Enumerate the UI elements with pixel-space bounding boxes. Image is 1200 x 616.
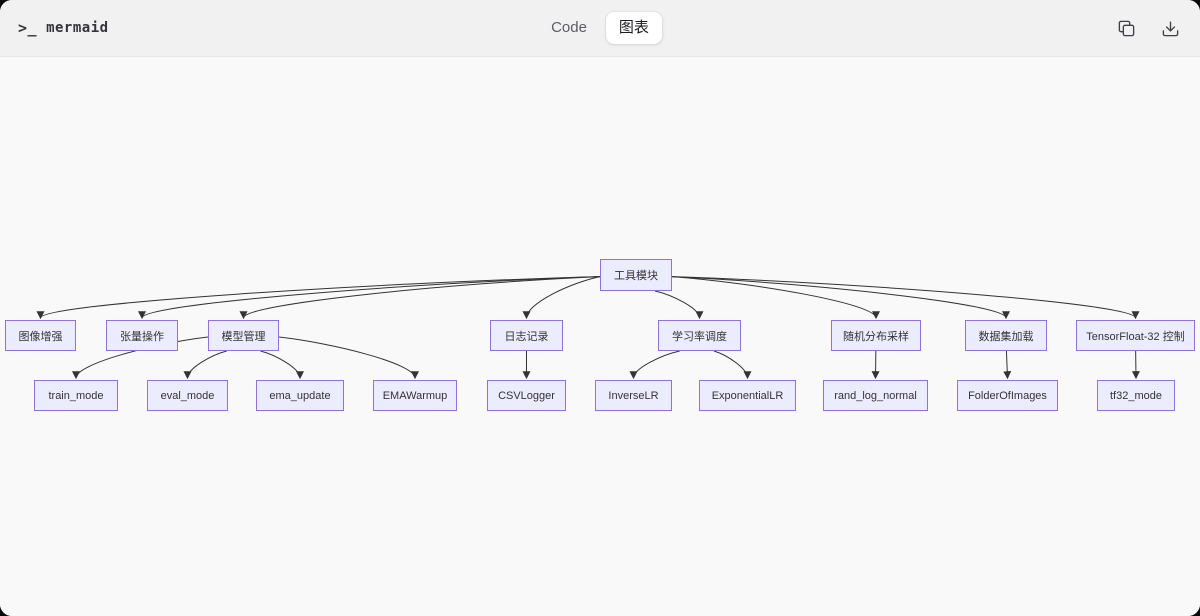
diagram-node-model: 模型管理	[208, 320, 279, 351]
diagram-canvas[interactable]: 工具模块图像增强张量操作模型管理 日志记录 学习率调度 随机分布采样 数据集加载 Tens…	[0, 57, 1200, 616]
diagram-edge-dataset-folder	[1003, 350, 1012, 380]
logo-text: mermaid	[46, 20, 109, 36]
diagram-node-eval: eval_mode	[147, 380, 228, 411]
diagram-node-tf32: TensorFloat-32 控制	[1076, 320, 1195, 351]
diagram-edge-model-emaw	[278, 336, 419, 380]
mermaid-logo: >_ mermaid	[18, 19, 109, 37]
diagram-node-tf32mode: tf32_mode	[1097, 380, 1175, 411]
diagram-node-csv: CSVLogger	[487, 380, 566, 411]
toolbar: >_ mermaid Code 图表	[0, 0, 1200, 57]
diagram-node-train: train_mode	[34, 380, 118, 411]
view-toggle: Code 图表	[538, 12, 662, 44]
diagram-edge-root-rand	[671, 276, 880, 320]
diagram-edge-root-img	[36, 276, 601, 320]
diagram-edge-root-lr	[654, 290, 704, 320]
diagram-node-dataset: 数据集加载	[965, 320, 1047, 351]
diagram-node-emaw: EMAWarmup	[373, 380, 457, 411]
terminal-prompt-icon: >_	[18, 19, 38, 37]
diagram-node-lr: 学习率调度	[658, 320, 741, 351]
diagram-edge-root-tf32	[671, 276, 1140, 320]
diagram-node-explr: ExponentialLR	[699, 380, 796, 411]
download-icon	[1162, 20, 1178, 36]
diagram-node-root: 工具模块	[600, 259, 672, 291]
diagram-edge-root-model	[239, 276, 601, 320]
diagram-node-ema: ema_update	[256, 380, 344, 411]
diagram-edge-lr-invlr	[629, 350, 680, 380]
diagram-node-tensor: 张量操作	[106, 320, 178, 351]
diagram-edge-root-tensor	[138, 276, 601, 320]
diagram-node-rand: 随机分布采样	[831, 320, 921, 351]
diagram-node-log: 日志记录	[490, 320, 563, 351]
diagram-edge-lr-explr	[713, 350, 752, 380]
tab-code[interactable]: Code	[538, 12, 600, 44]
diagram-edge-root-dataset	[671, 276, 1010, 320]
copy-icon	[1118, 20, 1134, 36]
diagram-node-randlog: rand_log_normal	[823, 380, 928, 411]
diagram-edge-model-ema	[260, 350, 304, 380]
diagram-edge-model-eval	[183, 350, 227, 380]
diagram-node-invlr: InverseLR	[595, 380, 672, 411]
diagram-edges-layer	[36, 276, 1140, 380]
diagram-node-img: 图像增强	[5, 320, 76, 351]
tab-diagram[interactable]: 图表	[605, 12, 662, 44]
diagram-node-folder: FolderOfImages	[957, 380, 1058, 411]
download-button[interactable]	[1154, 12, 1186, 44]
toolbar-actions	[1110, 12, 1186, 44]
copy-button[interactable]	[1110, 12, 1142, 44]
diagram-edge-model-train	[72, 336, 209, 380]
diagram-edge-root-log	[522, 276, 601, 320]
